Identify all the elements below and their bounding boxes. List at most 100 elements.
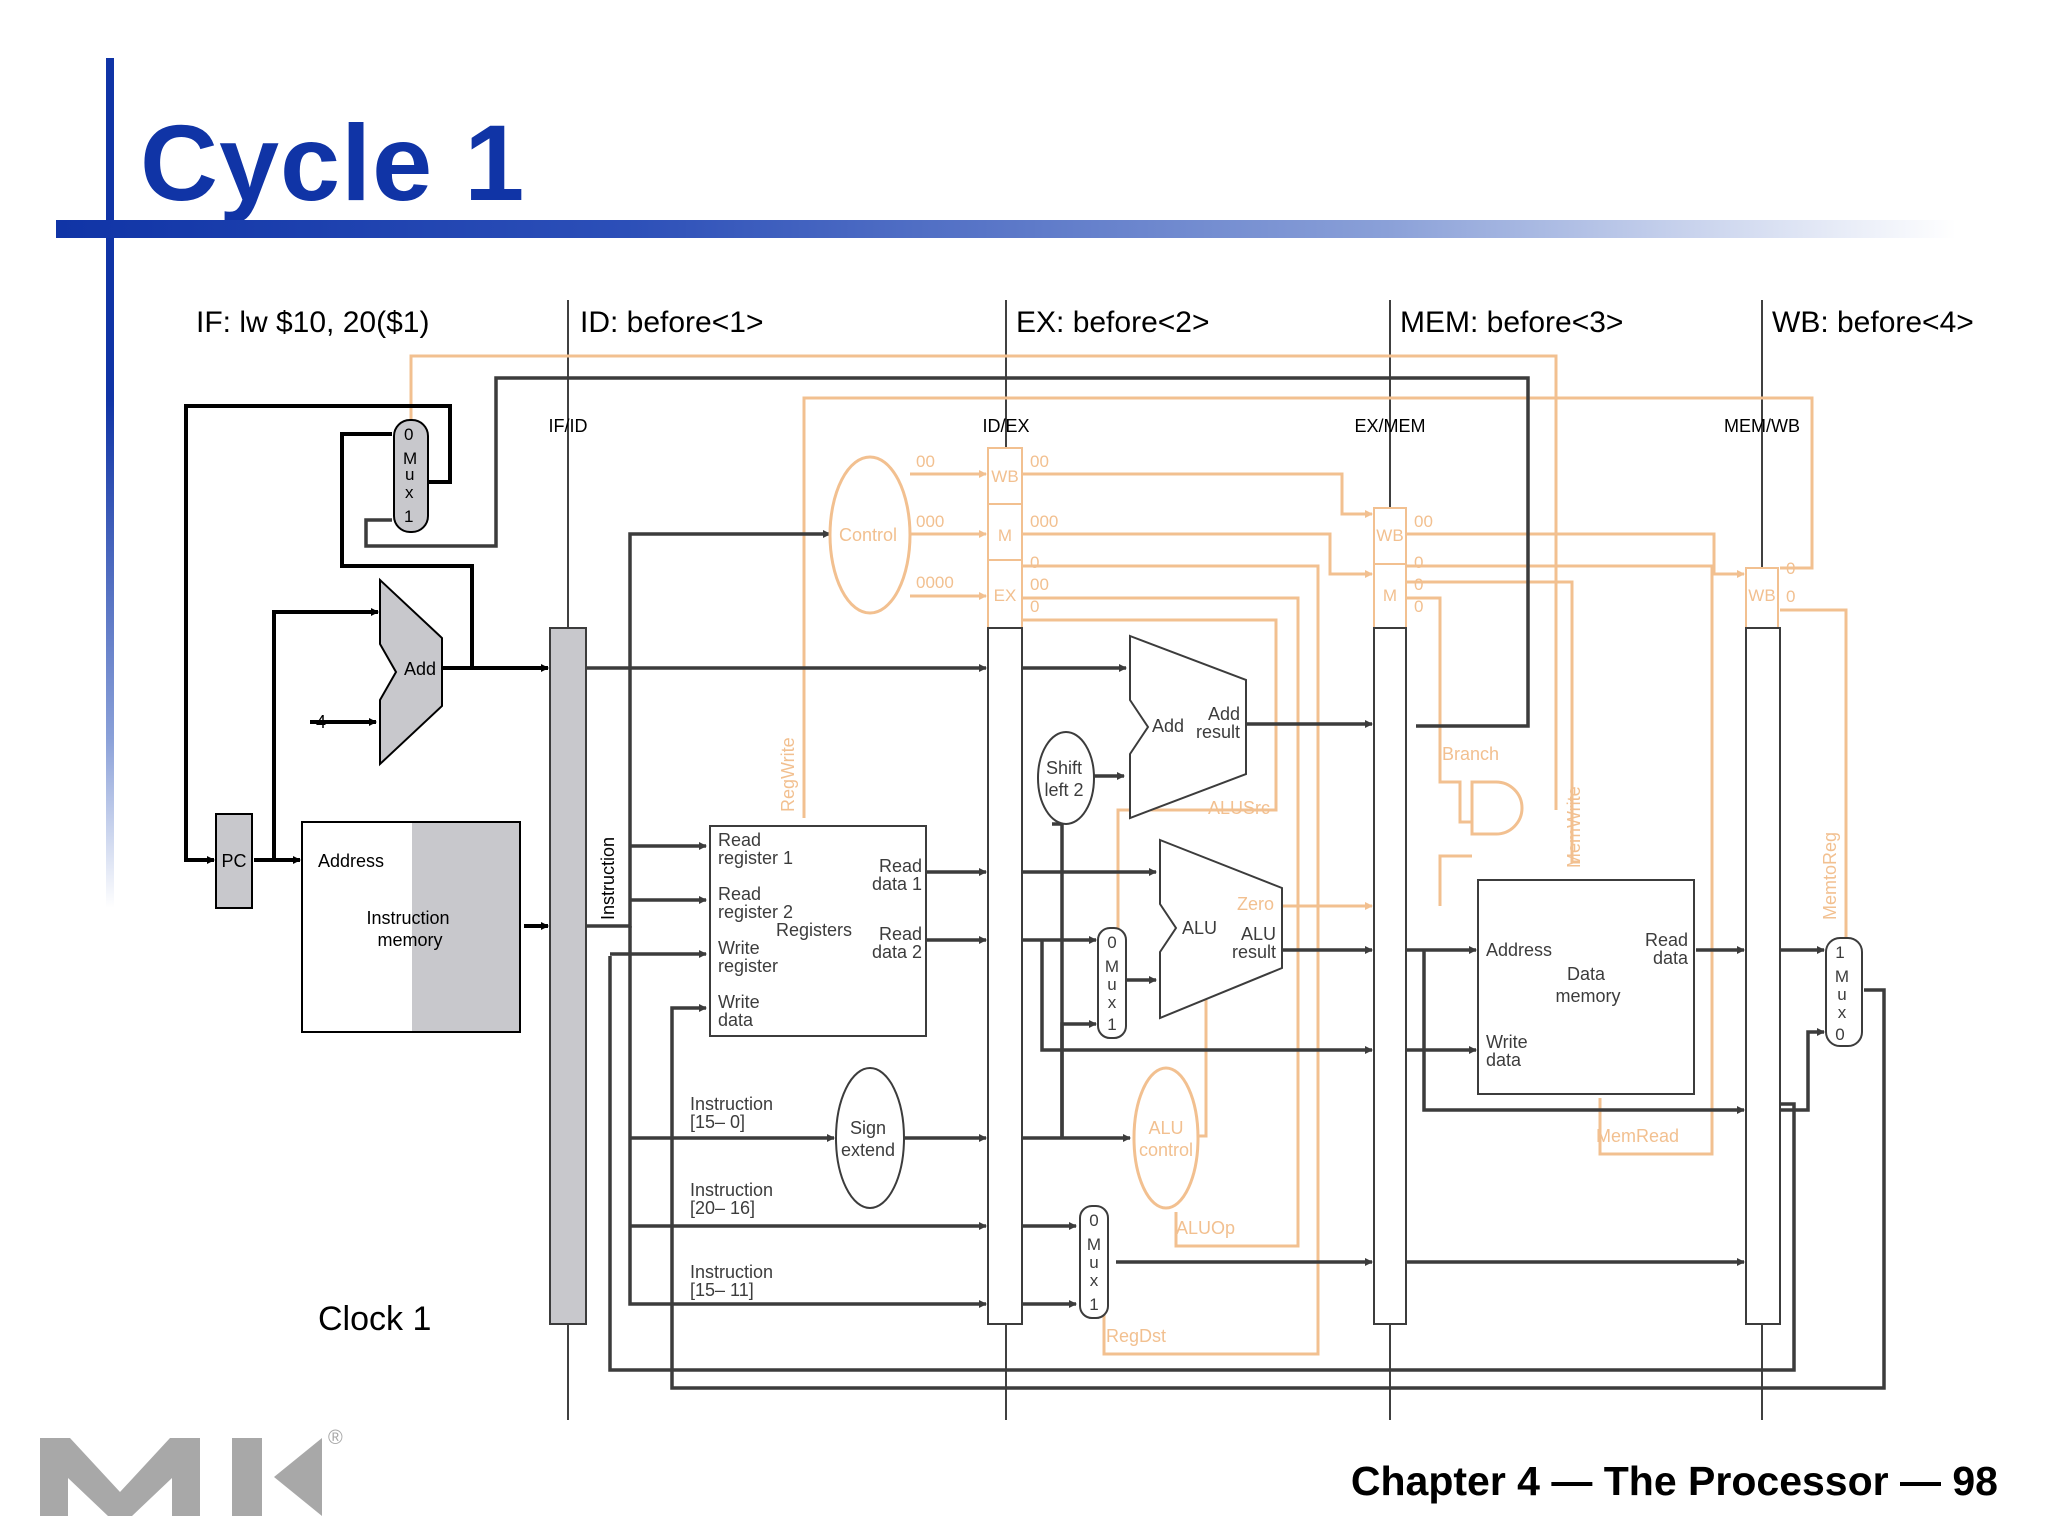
memtoreg-mux-in0: 0 xyxy=(1835,1025,1844,1044)
idex-m-value: 000 xyxy=(1030,512,1058,531)
control-wires xyxy=(409,354,1848,1356)
instr-20-16-line1: Instruction xyxy=(690,1180,773,1200)
shift-left-2-unit: Shift left 2 xyxy=(1037,731,1095,825)
control-label: Control xyxy=(839,525,897,545)
memtoreg-mux: 1 M u x 0 xyxy=(1825,937,1863,1047)
sign-extend-unit: Sign extend xyxy=(835,1067,905,1209)
instr-15-0-line1: Instruction xyxy=(690,1094,773,1114)
alu-zero-label: Zero xyxy=(1237,894,1274,914)
control-ex-value: 0000 xyxy=(916,573,954,592)
alu-control-line2: control xyxy=(1139,1140,1193,1160)
if-id-register xyxy=(549,627,587,1325)
publisher-logo: ® xyxy=(40,1427,343,1516)
memwb-wb-field: WB xyxy=(1748,586,1775,605)
pc-label: PC xyxy=(221,851,246,871)
rf-name-label: Registers xyxy=(776,920,852,940)
exmem-wb-field: WB xyxy=(1376,526,1403,545)
rf-write-data-line1: Write xyxy=(718,992,760,1012)
if-stage-wires xyxy=(184,404,549,930)
regdst-signal-label: RegDst xyxy=(1106,1326,1166,1346)
instr-15-11-line2: [15– 11] xyxy=(690,1280,754,1300)
clock-label: Clock 1 xyxy=(318,1300,431,1338)
datapath-wires xyxy=(364,376,1886,1390)
rf-read-data-2-line1: Read xyxy=(879,924,922,944)
alu-label: ALU xyxy=(1182,918,1217,938)
alu-control-unit: ALU control xyxy=(1132,1066,1200,1210)
registered-mark: ® xyxy=(328,1427,343,1449)
rf-read-data-1-line1: Read xyxy=(879,856,922,876)
stage-label-ex: EX: before<2> xyxy=(1016,306,1209,339)
stage-label-wb: WB: before<4> xyxy=(1772,306,1974,339)
alu: ALU ALU result Zero xyxy=(1159,838,1283,1020)
dmem-write-data-line2: data xyxy=(1486,1050,1522,1070)
idex-ex-field: EX xyxy=(994,586,1017,605)
pc-mux-letter-x: x xyxy=(405,483,414,502)
regdst-mux-in0: 0 xyxy=(1089,1211,1098,1230)
ex-mem-control-fields: WB M xyxy=(1373,507,1407,629)
constant-four-label: 4 xyxy=(316,712,326,732)
imem-address-label: Address xyxy=(318,851,384,871)
ex-mem-label: EX/MEM xyxy=(1354,416,1425,436)
rf-write-data-line2: data xyxy=(718,1010,754,1030)
rf-read-data-1-line2: data 1 xyxy=(872,874,922,894)
control-m-value: 000 xyxy=(916,512,944,531)
alusrc-mux-letter-m: M xyxy=(1105,957,1119,976)
ex-mem-register xyxy=(1373,627,1407,1325)
rf-write-register-line2: register xyxy=(718,956,778,976)
id-ex-register xyxy=(987,627,1023,1325)
instr-20-16-line2: [20– 16] xyxy=(690,1198,755,1218)
data-memory: Address Data memory Write data Read data xyxy=(1477,879,1695,1095)
if-id-label: IF/ID xyxy=(549,416,588,436)
stage-label-if: IF: lw $10, 20($1) xyxy=(196,306,429,339)
register-file: Read register 1 Read register 2 Write re… xyxy=(709,825,927,1037)
memtoreg-signal-label: MemtoReg xyxy=(1820,832,1840,920)
branch-adder: Add Add result xyxy=(1129,634,1247,820)
branch-adder-input-label: Add xyxy=(1152,716,1184,736)
alu-result-line1: ALU xyxy=(1241,924,1276,944)
memtoreg-mux-letter-u: u xyxy=(1837,985,1846,1004)
dmem-label-line2: memory xyxy=(1555,986,1620,1006)
slide-footer: Chapter 4 — The Processor — 98 xyxy=(1350,1458,1998,1504)
dmem-read-data-line1: Read xyxy=(1645,930,1688,950)
rf-read-register-1-line2: register 1 xyxy=(718,848,793,868)
alu-control-line1: ALU xyxy=(1148,1118,1183,1138)
instr-15-0-line2: [15– 0] xyxy=(690,1112,745,1132)
aluop-signal-label: ALUOp xyxy=(1176,1218,1235,1238)
alusrc-signal-label: ALUSrc xyxy=(1208,798,1270,818)
shift-left-line1: Shift xyxy=(1046,758,1082,778)
pc-adder: Add xyxy=(379,577,443,767)
alusrc-mux-letter-x: x xyxy=(1108,993,1117,1012)
mem-wb-control-field: WB xyxy=(1745,567,1779,629)
alusrc-mux-in1: 1 xyxy=(1107,1015,1116,1034)
exmem-m-value-1: 0 xyxy=(1414,553,1423,572)
regdst-mux-in1: 1 xyxy=(1089,1295,1098,1314)
memwb-value-2: 0 xyxy=(1786,587,1795,606)
stage-label-mem: MEM: before<3> xyxy=(1400,306,1623,339)
id-ex-label: ID/EX xyxy=(982,416,1029,436)
idex-ex-value-3: 0 xyxy=(1030,597,1039,616)
sign-extend-line2: extend xyxy=(841,1140,895,1160)
instruction-memory: Address Instruction memory xyxy=(301,821,521,1033)
shift-left-line2: left 2 xyxy=(1044,780,1083,800)
instruction-vertical-label: Instruction xyxy=(598,837,618,920)
dmem-label-line1: Data xyxy=(1567,964,1606,984)
title-accent-horizontal-rule xyxy=(56,220,1956,238)
regdst-mux: 0 M u x 1 xyxy=(1079,1205,1109,1319)
regdst-mux-letter-x: x xyxy=(1090,1271,1099,1290)
pc-mux: 0 M u x 1 xyxy=(393,419,429,533)
branch-signal-label: Branch xyxy=(1442,744,1499,764)
pc-mux-letter-u: u xyxy=(405,465,414,484)
dmem-address-label: Address xyxy=(1486,940,1552,960)
alu-result-line2: result xyxy=(1232,942,1276,962)
idex-ex-value-1: 0 xyxy=(1030,553,1039,572)
regdst-mux-letter-m: M xyxy=(1087,1235,1101,1254)
idex-ex-value-2: 00 xyxy=(1030,575,1049,594)
regwrite-signal-label: RegWrite xyxy=(778,737,798,812)
alusrc-mux-in0: 0 xyxy=(1107,933,1116,952)
dmem-write-data-line1: Write xyxy=(1486,1032,1528,1052)
exmem-wb-value: 00 xyxy=(1414,512,1433,531)
exmem-m-field: M xyxy=(1383,586,1397,605)
mem-wb-label: MEM/WB xyxy=(1724,416,1800,436)
stage-label-id: ID: before<1> xyxy=(580,306,763,339)
